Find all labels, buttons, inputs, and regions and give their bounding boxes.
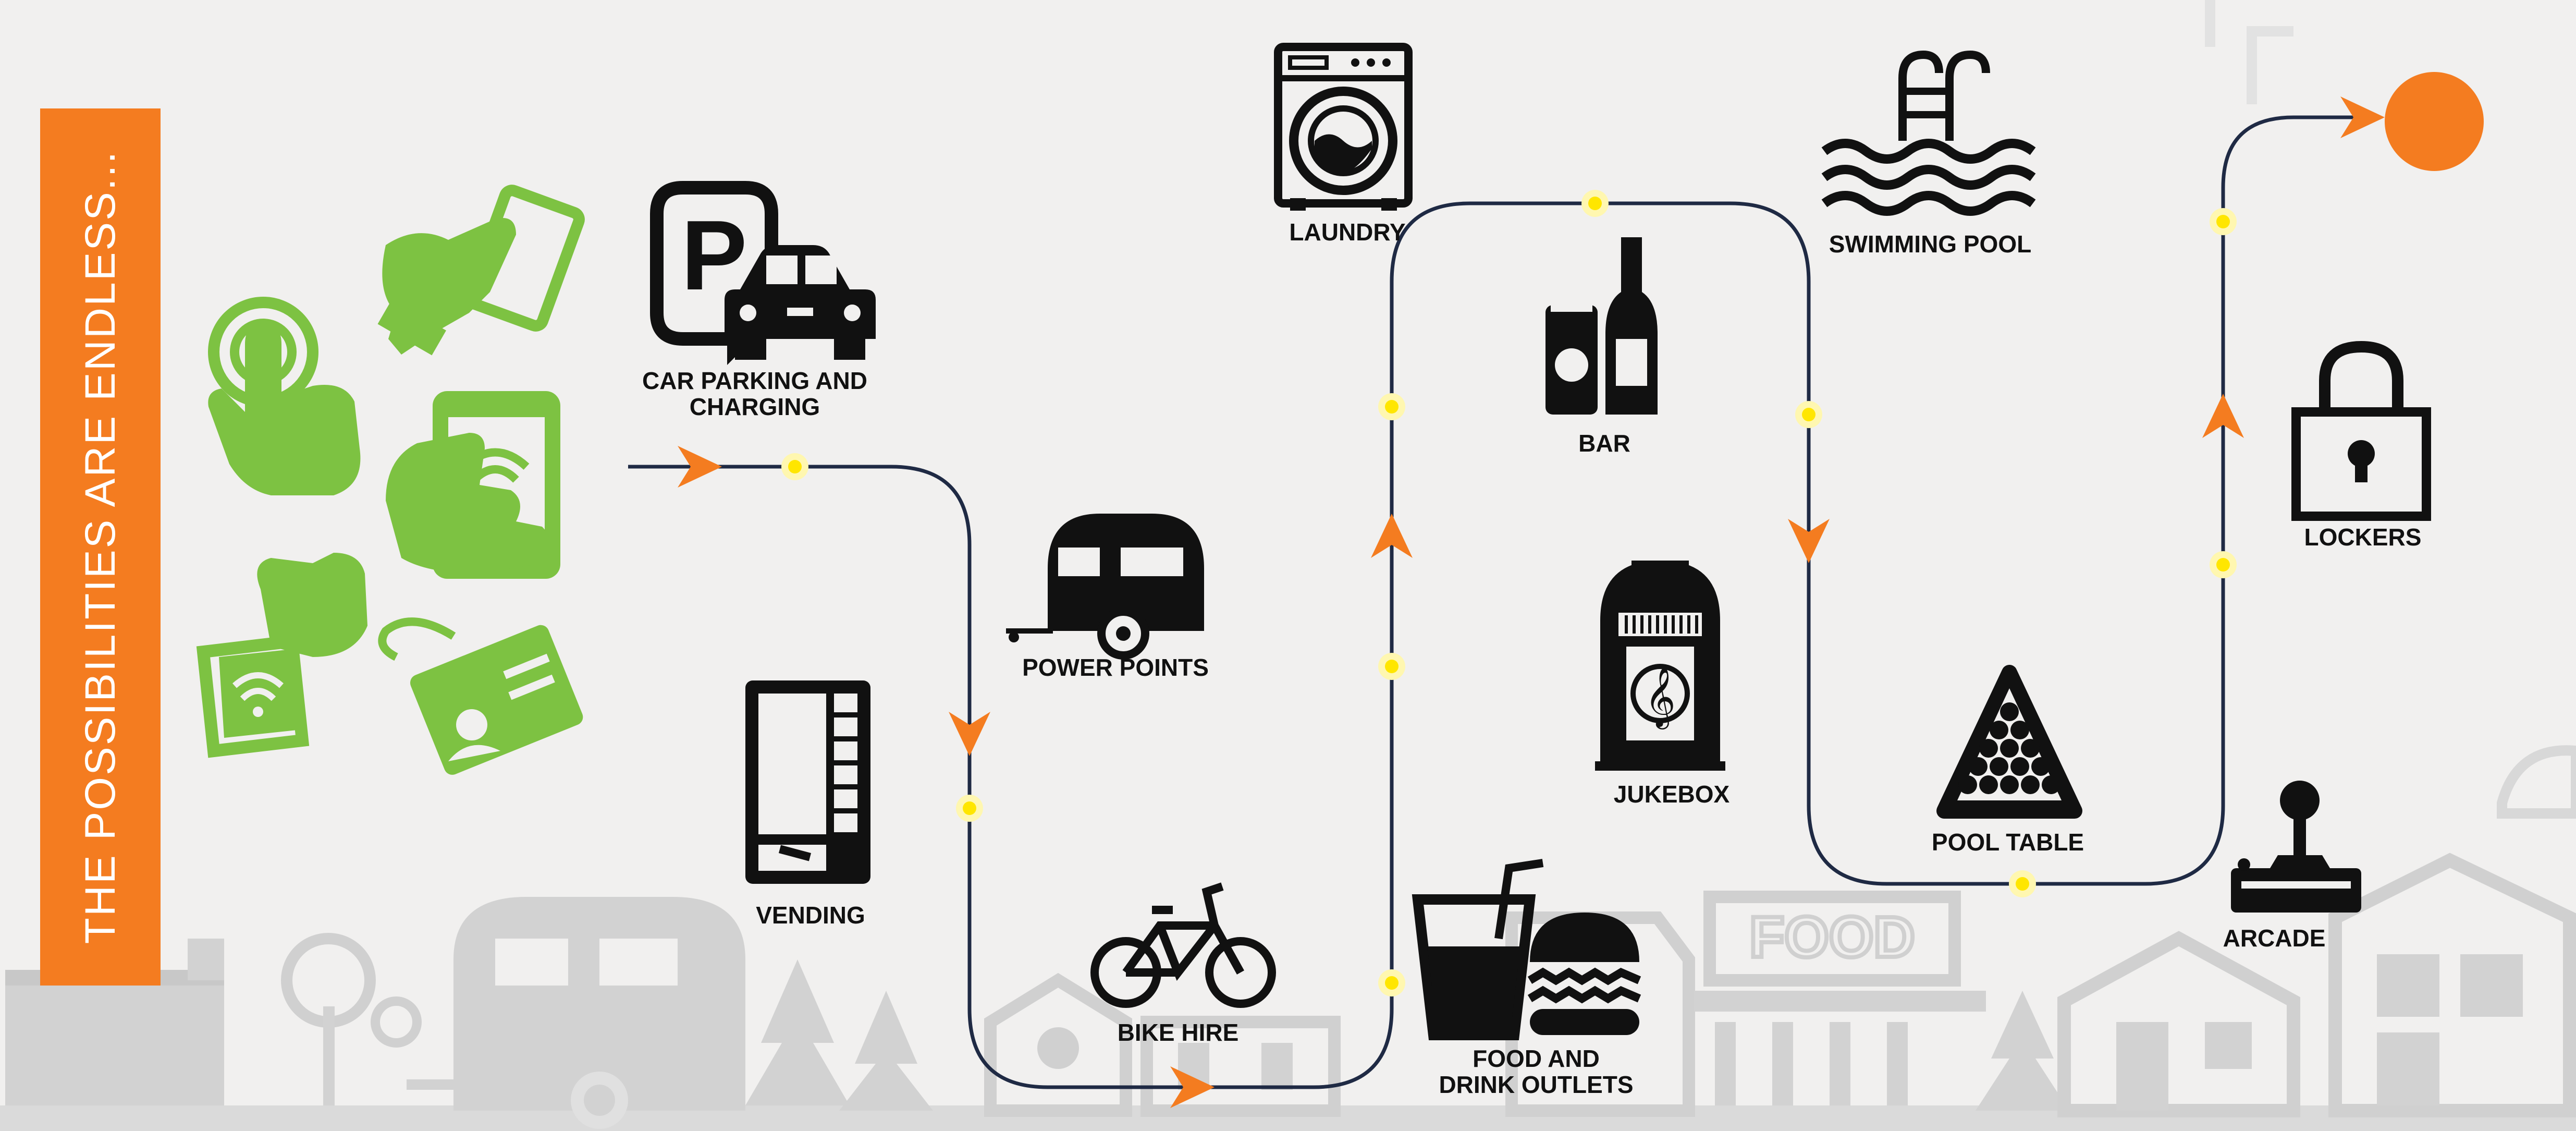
route-node xyxy=(781,453,808,480)
route-arrow-up-2 xyxy=(2202,394,2244,438)
lockers-label: LOCKERS xyxy=(2304,524,2422,550)
bar-label: BAR xyxy=(1578,430,1630,456)
jukebox-icon: 𝄞 xyxy=(1595,561,1725,771)
jukebox-label-line-1: JUKEBOX xyxy=(1613,781,1730,808)
route-arrow-down-2 xyxy=(1788,519,1830,563)
car-parking-label-line-1: CAR PARKING AND xyxy=(642,367,867,394)
food-drink-label: FOOD AND DRINK OUTLETS xyxy=(1439,1045,1633,1098)
touch-hand-icon xyxy=(208,297,361,495)
caravan-icon xyxy=(1006,514,1204,660)
route-nodes xyxy=(781,190,2237,996)
vending-label: VENDING xyxy=(756,902,865,928)
phone-nfc-icon xyxy=(386,391,560,579)
route-arrow-up-1 xyxy=(1371,514,1413,558)
laundry-label: LAUNDRY xyxy=(1289,219,1405,245)
arcade-label-line-1: ARCADE xyxy=(2223,925,2326,952)
wristband-icon xyxy=(196,553,367,758)
route-end-marker xyxy=(2385,72,2484,171)
food-drink-label-line-2: DRINK OUTLETS xyxy=(1439,1071,1634,1098)
joystick-icon xyxy=(2231,781,2361,913)
card-tap-hand-icon xyxy=(377,185,585,356)
jukebox-label: JUKEBOX xyxy=(1614,781,1729,807)
washing-machine-icon xyxy=(1274,43,1413,211)
route-arrow-end xyxy=(2340,96,2385,138)
padlock-icon xyxy=(2291,340,2431,521)
route-node xyxy=(2009,870,2036,897)
pool-table-label: POOL TABLE xyxy=(1932,829,2084,855)
route-node xyxy=(1378,969,1405,996)
bicycle-icon xyxy=(1090,882,1276,1008)
side-banner: THE POSSIBILITIES ARE ENDLESS... xyxy=(40,108,161,986)
drink-burger-icon xyxy=(1412,859,1641,1040)
power-points-label: POWER POINTS xyxy=(1022,654,1209,680)
lockers-label-line-1: LOCKERS xyxy=(2304,524,2422,551)
bar-label-line-1: BAR xyxy=(1578,430,1630,457)
route-node xyxy=(1378,653,1405,680)
route-arrow-right-bottom xyxy=(1170,1066,1215,1108)
route-node xyxy=(1581,190,1609,217)
food-drink-label-line-1: FOOD AND xyxy=(1473,1045,1600,1072)
arcade-label: ARCADE xyxy=(2223,925,2326,951)
bottle-can-icon xyxy=(1545,237,1658,415)
route-node xyxy=(2210,551,2237,578)
background-food-sign: FOOD xyxy=(1749,905,1915,969)
route-path xyxy=(628,115,2377,1089)
svg-text:𝄞: 𝄞 xyxy=(1645,666,1675,729)
route-node xyxy=(956,795,983,822)
billiard-rack-icon xyxy=(1936,665,2082,819)
vending-label-line-1: VENDING xyxy=(756,902,865,929)
power-points-label-line-1: POWER POINTS xyxy=(1022,654,1209,681)
swimming-pool-label: SWIMMING POOL xyxy=(1829,231,2031,257)
bike-hire-label-line-1: BIKE HIRE xyxy=(1117,1019,1239,1046)
vending-machine-icon xyxy=(745,680,870,884)
route-node xyxy=(2210,208,2237,235)
bike-hire-label: BIKE HIRE xyxy=(1118,1019,1239,1045)
route-arrow-down-1 xyxy=(949,712,990,756)
swimming-pool-label-line-1: SWIMMING POOL xyxy=(1829,230,2032,258)
route-node xyxy=(1795,401,1822,428)
route-arrow-start xyxy=(678,446,722,488)
laundry-label-line-1: LAUNDRY xyxy=(1289,218,1406,246)
car-parking-label-line-2: CHARGING xyxy=(689,393,820,420)
id-card-icon xyxy=(378,617,583,775)
route-node xyxy=(1378,393,1405,420)
car-parking-icon: P xyxy=(650,181,876,365)
car-parking-label: CAR PARKING AND CHARGING xyxy=(642,368,867,420)
pool-table-label-line-1: POOL TABLE xyxy=(1931,829,2084,856)
pool-ladder-icon xyxy=(1821,50,2036,216)
